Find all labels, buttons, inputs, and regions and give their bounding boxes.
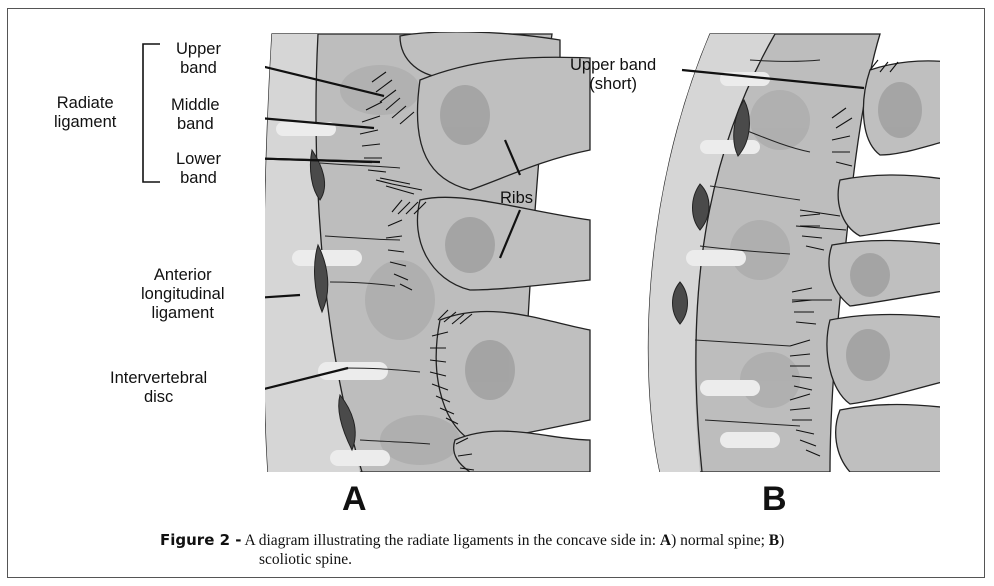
- label-upper-band-b: Upper band (short): [570, 56, 656, 94]
- panel-b-illustration: [648, 34, 950, 472]
- label-ribs: Ribs: [500, 189, 533, 208]
- label-upper-band-a: Upper band: [176, 40, 221, 78]
- label-lower-band: Lower band: [176, 150, 221, 188]
- caption-text-3: ): [779, 532, 784, 549]
- caption-text-1: A diagram illustrating the radiate ligam…: [241, 532, 659, 549]
- label-middle-band: Middle band: [171, 96, 220, 134]
- caption-line-2: scoliotic spine.: [160, 550, 940, 569]
- label-anterior-longitudinal-ligament: Anterior longitudinal ligament: [141, 266, 224, 323]
- panel-label-a: A: [342, 480, 367, 519]
- caption-ref-b: B: [769, 532, 779, 549]
- panel-label-b: B: [762, 480, 787, 519]
- label-radiate-ligament: Radiate ligament: [54, 94, 116, 132]
- caption-text-2: ) normal spine;: [671, 532, 769, 549]
- figure-number: Figure 2 -: [160, 531, 241, 549]
- label-intervertebral-disc: Intervertebral disc: [110, 369, 207, 407]
- radiate-ligament-bracket: [143, 44, 160, 182]
- caption-ref-a: A: [660, 532, 671, 549]
- panel-a-illustration: [236, 32, 590, 472]
- figure-caption: Figure 2 - A diagram illustrating the ra…: [160, 531, 940, 569]
